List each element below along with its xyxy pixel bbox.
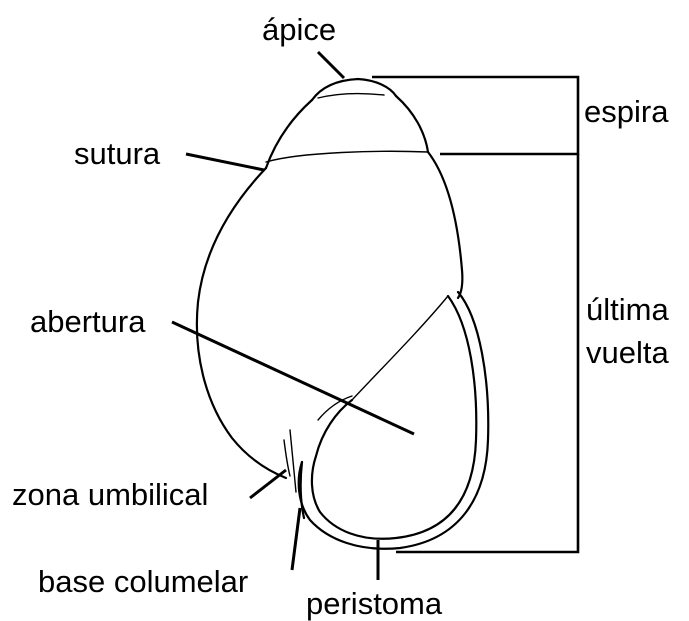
suture-line (266, 151, 428, 162)
last-whorl-label-line1: última (586, 292, 669, 327)
suture-label: sutura (74, 136, 161, 171)
columella-stroke-1 (290, 430, 296, 492)
body-whorl-right (428, 152, 462, 298)
umbilical-zone-leader (250, 470, 286, 498)
aperture-label: abertura (30, 304, 146, 339)
columellar-base-leader (292, 508, 300, 570)
shell-illustration (197, 79, 488, 549)
last-whorl-label-line2: vuelta (586, 335, 669, 370)
apex-label: ápice (262, 12, 336, 47)
apex-whorl-inner (318, 94, 384, 98)
apex-leader (318, 52, 344, 78)
aperture-leader (172, 322, 414, 434)
spire-bracket (372, 77, 578, 154)
body-whorl-outline (197, 168, 286, 478)
brackets (372, 77, 578, 552)
aperture-inner-lip (312, 296, 476, 539)
columellar-base-label: base columelar (38, 564, 248, 599)
peristome-label: peristoma (306, 586, 443, 621)
suture-leader (186, 154, 264, 170)
last-whorl-bracket (396, 154, 578, 552)
parietal-wall (352, 296, 448, 400)
spire-label: espira (584, 94, 669, 129)
umbilical-zone-label: zona umbilical (12, 477, 208, 512)
aperture-outer-lip (299, 292, 489, 549)
